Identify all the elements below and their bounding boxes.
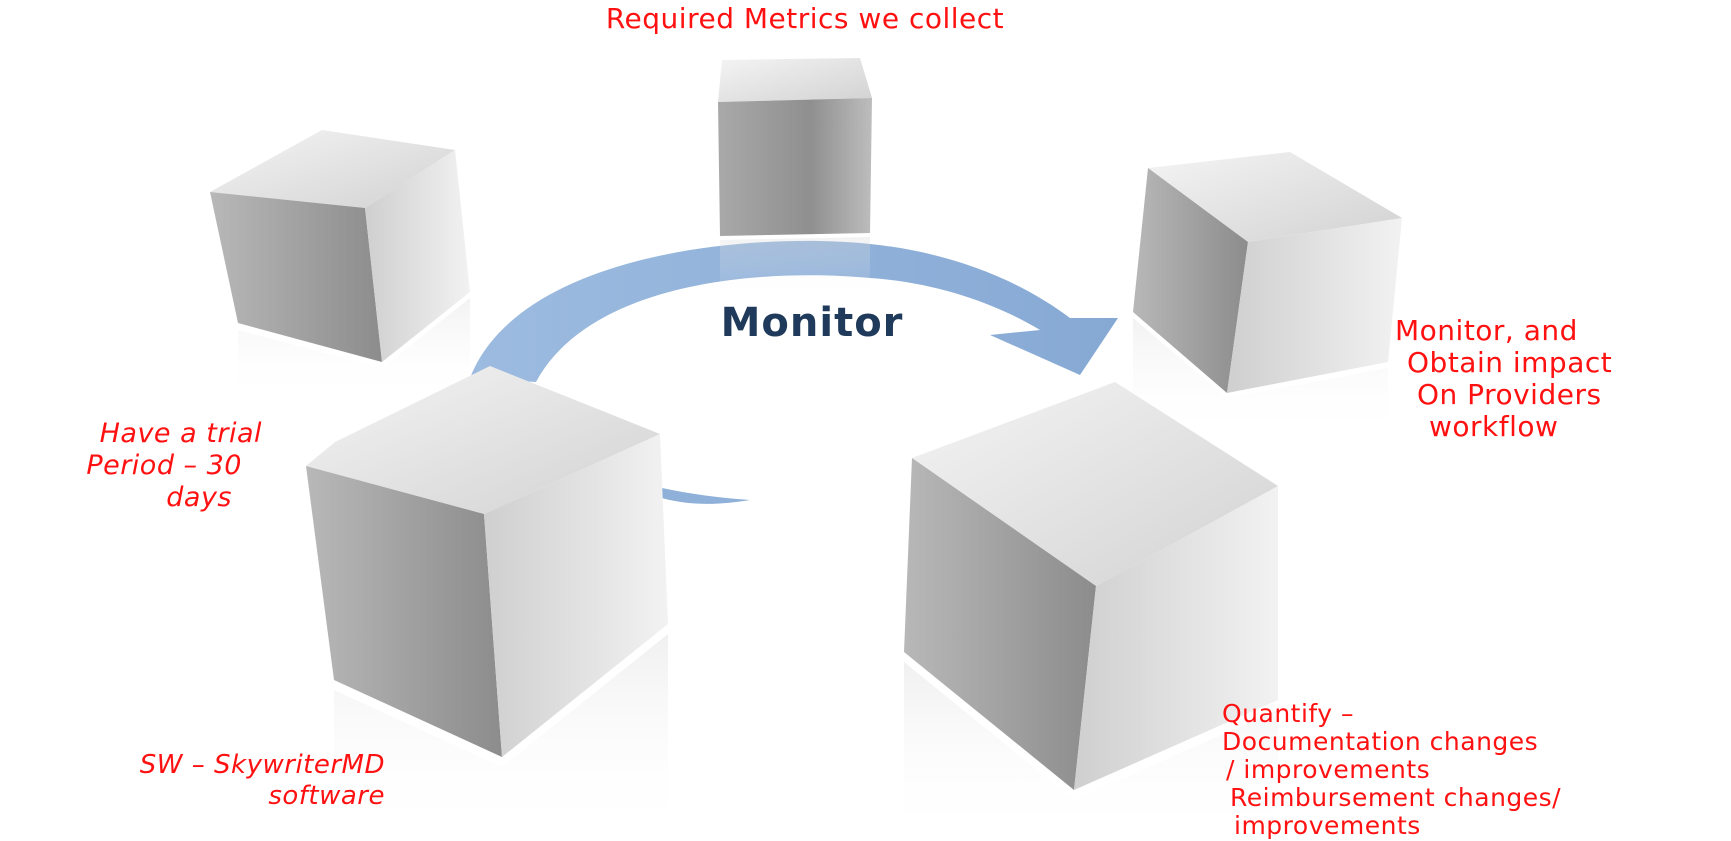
quantify-label: Quantify – Documentation changes / impro… [1222,700,1561,840]
trial-period-label: Have a trial Period – 30 days [12,418,262,514]
software-label: SW – SkywriterMD software [20,750,385,812]
monitor-impact-line-1: Monitor, and [1395,314,1578,347]
monitor-impact-line-2: Obtain impact [1407,346,1613,379]
monitor-impact-label: Monitor, and Obtain impact On Providers … [1395,315,1612,443]
software-line-1: SW – SkywriterMD [139,750,385,780]
monitor-impact-line-3: On Providers [1417,378,1602,411]
cube-bottom-left [306,366,668,841]
software-line-2: software [268,781,385,811]
required-metrics-heading: Required Metrics we collect [605,2,1005,35]
monitor-impact-line-4: workflow [1429,410,1559,443]
quantify-line-5: improvements [1234,811,1421,840]
center-monitor-label: Monitor [721,300,904,346]
cube-top-center [718,58,872,300]
trial-period-line-3: days [166,482,232,513]
quantify-line-1: Quantify – [1222,699,1355,728]
quantify-line-2: Documentation changes [1222,727,1539,756]
trial-period-line-2: Period – 30 [86,450,242,481]
cycle-arrow [470,240,1118,504]
cube-top-left [210,130,470,400]
quantify-line-3: / improvements [1226,755,1431,784]
quantify-line-4: Reimbursement changes/ [1230,783,1562,812]
cube-bottom-right [904,382,1278,841]
trial-period-line-1: Have a trial [99,418,262,449]
cube-top-right [1133,152,1402,440]
